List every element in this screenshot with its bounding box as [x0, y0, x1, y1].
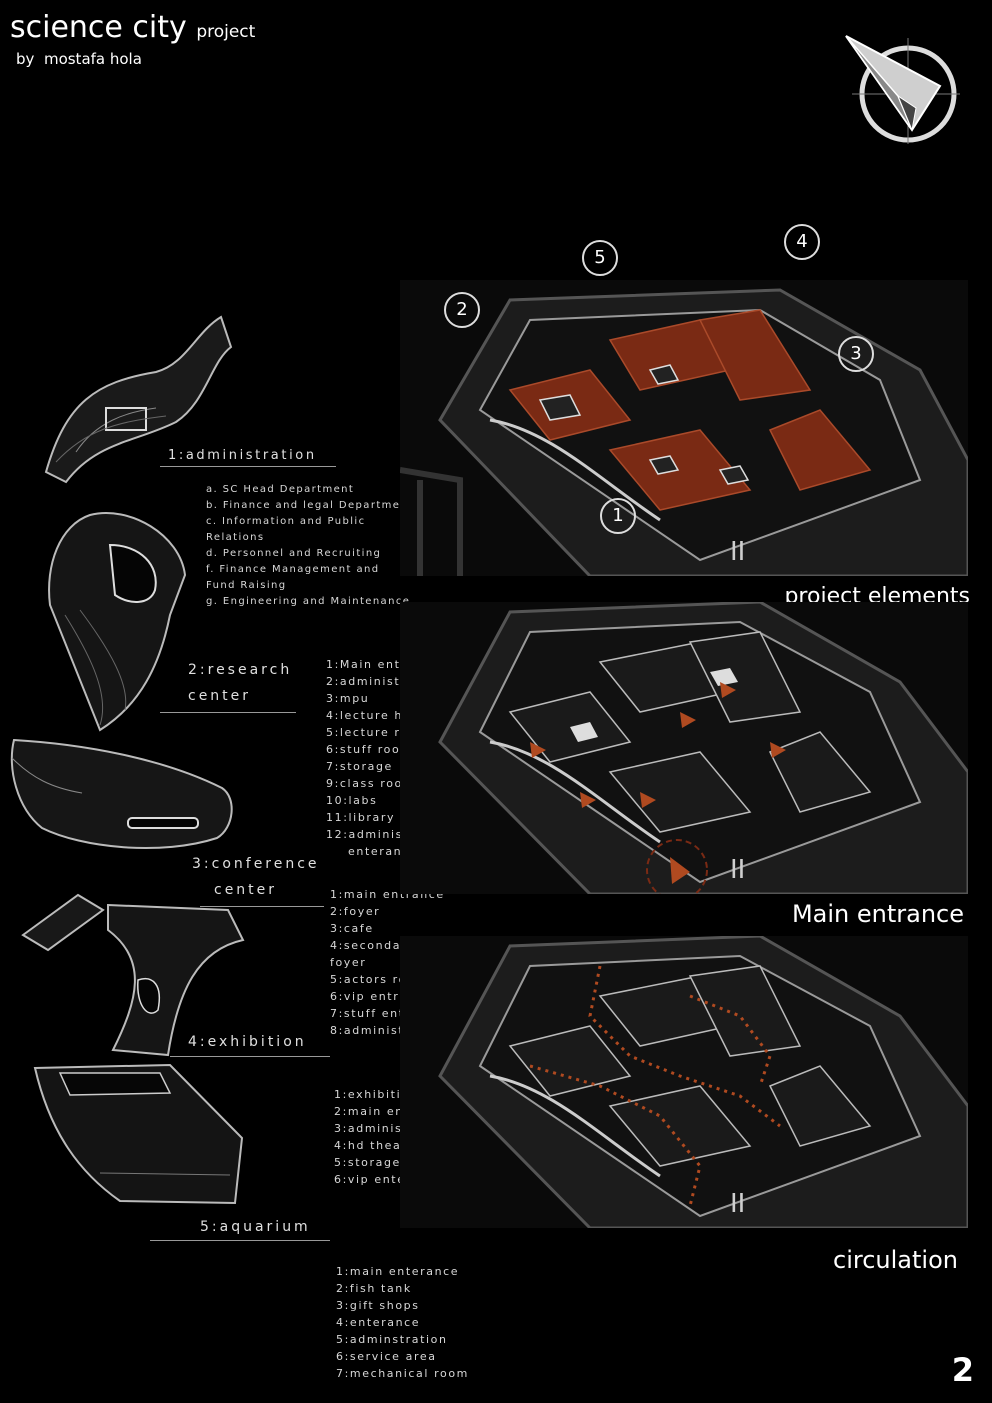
list-item: 10:labs — [326, 794, 378, 807]
page-title: science city project — [10, 10, 255, 45]
site-plan-main-entrance: II — [400, 602, 968, 894]
svg-text:II: II — [730, 1189, 745, 1219]
administration-building-sketch — [36, 312, 236, 496]
list-item: 7:storage — [326, 760, 393, 773]
svg-text:II: II — [730, 537, 745, 567]
list-item: 6:stuff room — [326, 743, 413, 756]
plan-marker-2: 2 — [444, 292, 480, 328]
underline-research — [160, 712, 296, 713]
plan-marker-1: 1 — [600, 498, 636, 534]
list-item: 4:hd theater — [334, 1139, 422, 1152]
section-circulation: circulation — [833, 1246, 958, 1274]
research-center-sketch — [40, 505, 190, 739]
list-item: b. Finance and legal Department — [206, 500, 414, 511]
label-exhibition: 4:exhibition — [188, 1034, 307, 1050]
list-item: 11:library — [326, 811, 396, 824]
list-item: 6:vip entrace — [330, 990, 424, 1003]
underline-aquarium — [150, 1240, 330, 1241]
list-item: g. Engineering and Maintenance — [206, 596, 411, 607]
underline-conference — [200, 906, 324, 907]
list-administration: a. SC Head Department b. Finance and leg… — [206, 482, 456, 610]
author-name: mostafa hola — [43, 50, 142, 68]
list-item: 7:mechanical room — [336, 1367, 469, 1380]
list-item: Fund Raising — [206, 580, 287, 591]
list-item: f. Finance Management and — [206, 564, 380, 575]
list-item: enterance — [348, 845, 419, 858]
list-item: 2:fish tank — [336, 1282, 412, 1295]
byline-by: by — [16, 50, 35, 68]
label-aquarium: 5:aquarium — [200, 1219, 311, 1235]
list-item: foyer — [330, 956, 367, 969]
label-conference-line1: 3:conference — [192, 856, 320, 872]
exhibition-sketch — [18, 880, 248, 1064]
page-number: 2 — [951, 1351, 974, 1389]
site-plan-circulation: II — [400, 936, 968, 1228]
list-item: 4:lecture hall — [326, 709, 421, 722]
list-item: 1:main enterance — [336, 1265, 460, 1278]
site-plan-project-elements: II 1 2 3 4 5 — [400, 224, 968, 576]
list-item: 3:mpu — [326, 692, 370, 705]
list-aquarium: 1:main enterance 2:fish tank 3:gift shop… — [336, 1263, 506, 1382]
list-item: 6:service area — [336, 1350, 437, 1363]
aquarium-sketch — [30, 1063, 250, 1217]
paper-plane-compass-icon — [842, 34, 962, 150]
list-item: 5:storage — [334, 1156, 401, 1169]
plan-marker-3: 3 — [838, 336, 874, 372]
title-suffix: project — [196, 22, 256, 42]
plan-marker-4: 4 — [784, 224, 820, 260]
list-item: 5:adminstration — [336, 1333, 448, 1346]
list-item: 3:cafe — [330, 922, 374, 935]
list-item: a. SC Head Department — [206, 484, 355, 495]
label-conference-line2: center — [214, 882, 278, 898]
label-research-line1: 2:research — [188, 662, 293, 678]
list-item: 3:gift shops — [336, 1299, 420, 1312]
byline: by mostafa hola — [16, 50, 142, 68]
list-item: c. Information and Public — [206, 516, 366, 527]
svg-text:II: II — [730, 855, 745, 885]
plan-marker-5: 5 — [582, 240, 618, 276]
list-item: 2:foyer — [330, 905, 381, 918]
label-administration: 1:administration — [168, 448, 317, 463]
title-text: science city — [10, 10, 187, 45]
list-item: 4:enterance — [336, 1316, 421, 1329]
conference-center-sketch — [2, 738, 242, 862]
list-item: d. Personnel and Recruiting — [206, 548, 382, 559]
list-item: 9:class room — [326, 777, 416, 790]
section-main-entrance: Main entrance — [791, 900, 964, 928]
underline-administration — [160, 466, 336, 467]
list-item: Relations — [206, 532, 265, 543]
label-research-line2: center — [188, 688, 252, 704]
underline-exhibition — [170, 1056, 330, 1057]
